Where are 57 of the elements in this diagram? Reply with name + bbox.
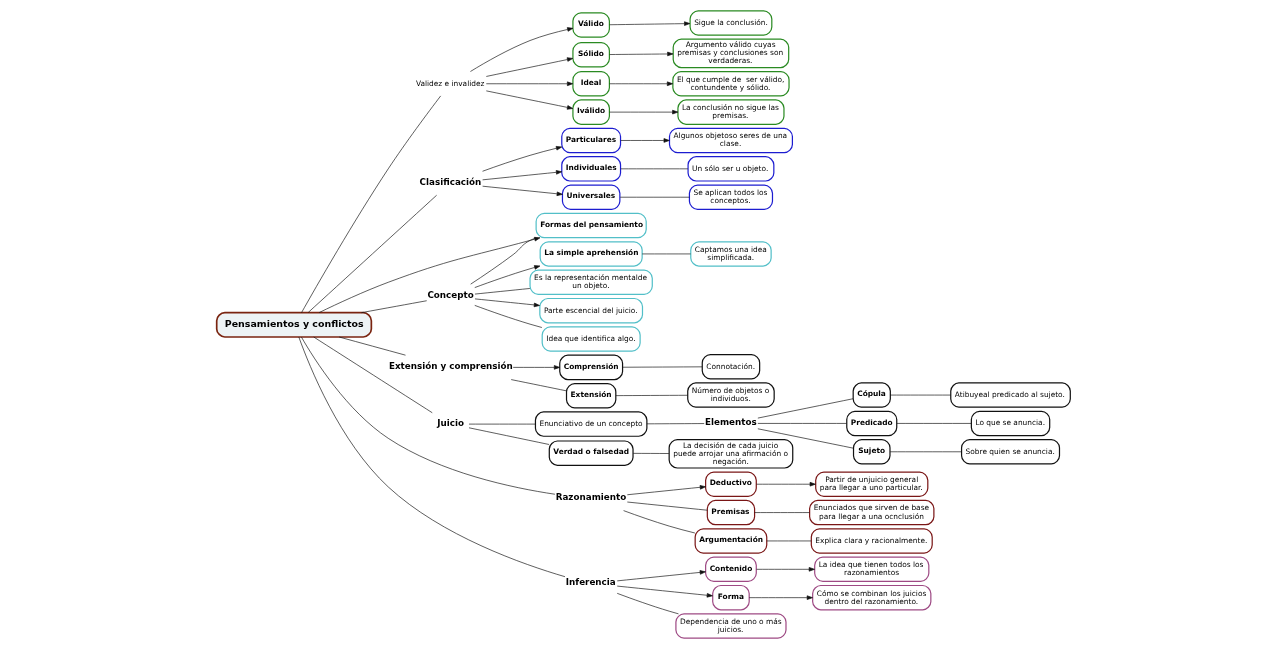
connector [360, 300, 427, 313]
arrow [616, 570, 706, 582]
connector [622, 510, 695, 534]
arrow [512, 365, 560, 370]
arrow [608, 21, 690, 26]
node-text: Razonamiento [555, 492, 626, 503]
arrow [473, 265, 540, 288]
connector [626, 501, 708, 511]
connector [300, 336, 555, 495]
connector [896, 423, 972, 424]
arrow [485, 90, 573, 110]
connector [615, 394, 688, 396]
connector [757, 428, 854, 449]
connector [889, 394, 951, 396]
connector [616, 593, 679, 615]
node-text: Elementos [704, 417, 757, 428]
arrow [608, 51, 673, 57]
arrow [481, 185, 563, 196]
connector [510, 379, 567, 392]
node-text: Extensión y comprensión [388, 361, 513, 371]
connector [468, 423, 536, 425]
connector [312, 336, 433, 414]
arrow [620, 138, 670, 143]
connector [753, 512, 810, 513]
arrow [318, 237, 540, 313]
arrow [485, 57, 573, 77]
connector [469, 237, 536, 285]
arrow [474, 298, 540, 308]
connector [889, 451, 962, 453]
connector [646, 423, 705, 425]
arrow [481, 170, 562, 181]
connector [632, 453, 669, 454]
connector [300, 95, 441, 313]
connector [473, 305, 542, 328]
connector [757, 423, 847, 424]
connector [621, 366, 702, 368]
node-text: Juicio [436, 417, 464, 428]
arrow [469, 27, 573, 72]
connector [474, 288, 530, 295]
connector [468, 427, 549, 445]
arrow [608, 81, 673, 86]
node-text: Clasificación [419, 176, 481, 187]
arrow [481, 146, 562, 172]
arrow [626, 485, 706, 496]
node-text: Inferencia [565, 577, 616, 588]
connector [298, 336, 565, 578]
arrow [616, 585, 713, 598]
arrow [608, 109, 678, 115]
connector [338, 336, 406, 356]
arrow [755, 567, 815, 572]
connector [757, 398, 853, 419]
arrow [748, 595, 813, 600]
arrow [485, 81, 573, 86]
node-text: Concepto [426, 290, 474, 301]
arrow [755, 482, 816, 487]
node-box: Pensamientos y conflictos [215, 311, 372, 338]
connector [307, 194, 437, 313]
